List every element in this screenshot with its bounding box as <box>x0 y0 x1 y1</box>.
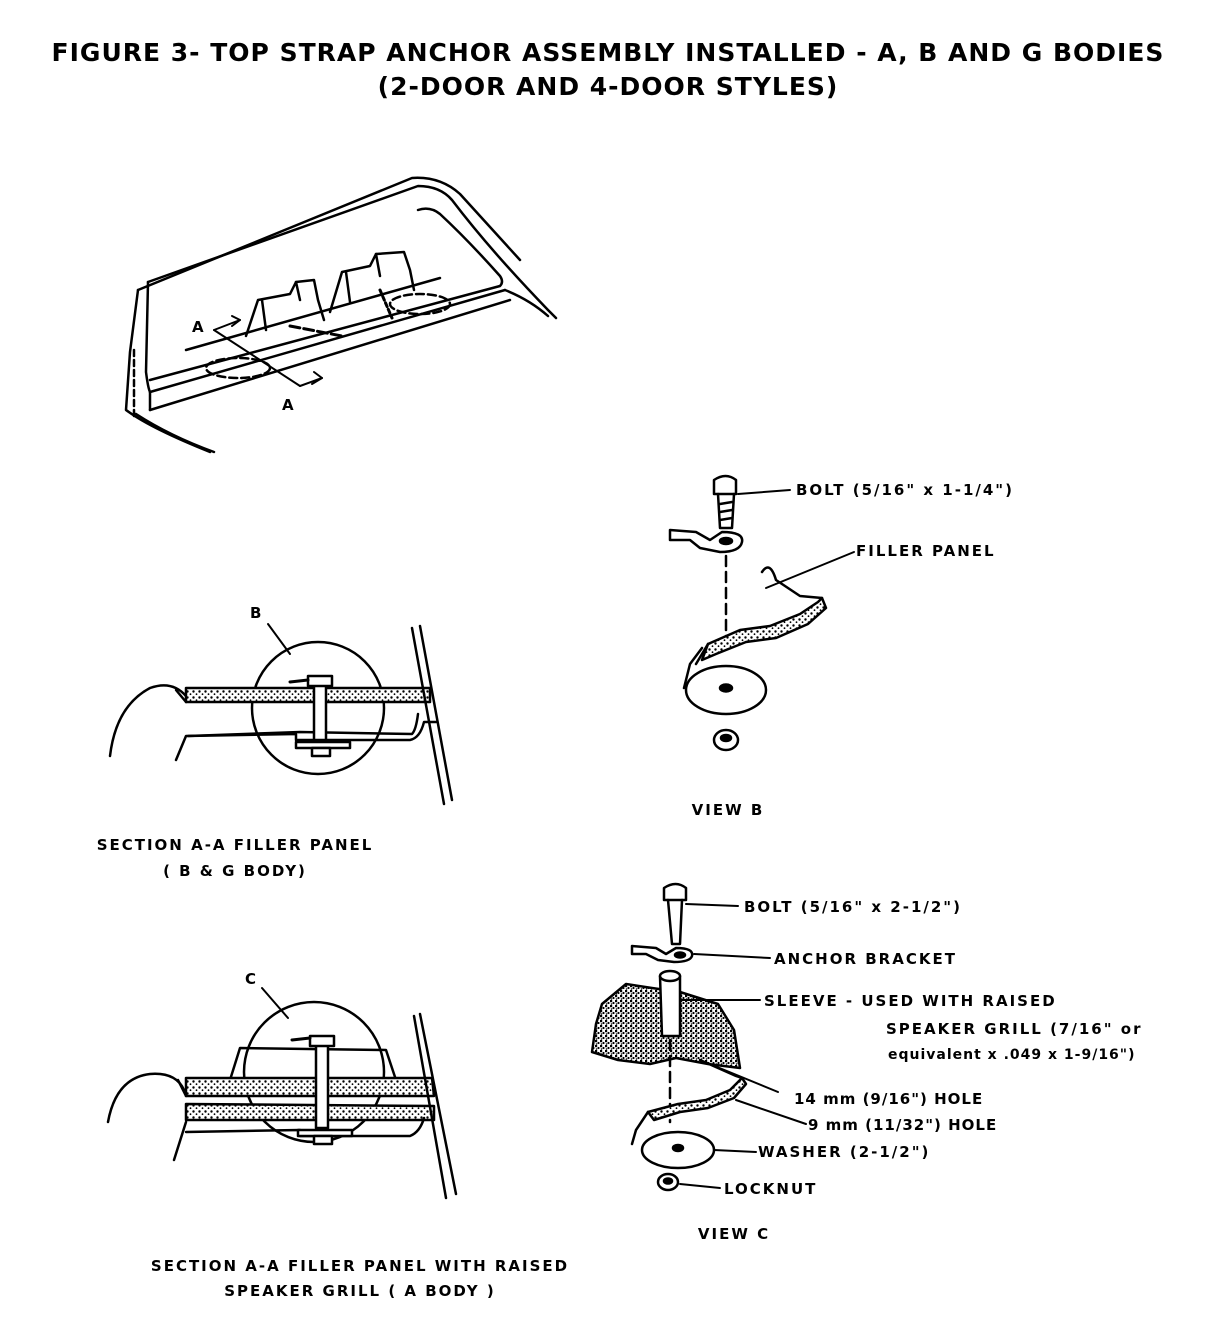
overview-car-interior <box>124 176 558 454</box>
view-c-bolt <box>662 882 688 946</box>
view-c-anchor-bracket-label: ANCHOR BRACKET <box>774 950 957 968</box>
view-c-washer <box>640 1130 716 1170</box>
view-c-locknut-label: LOCKNUT <box>724 1180 818 1198</box>
view-c-exploded-assembly <box>590 882 807 1192</box>
view-b-filler-panel <box>682 566 828 690</box>
view-c-hole-9-label: 9 mm (11/32") HOLE <box>808 1116 998 1134</box>
figure-title: FIGURE 3- TOP STRAP ANCHOR ASSEMBLY INST… <box>51 38 1165 67</box>
view-c-hole-14-label: 14 mm (9/16") HOLE <box>794 1090 984 1108</box>
view-c-sleeve-label-line1: SLEEVE - USED WITH RAISED <box>764 992 1057 1010</box>
detail-b-circle <box>250 640 386 776</box>
section-mark-a-top: A <box>192 318 206 336</box>
view-c-sleeve-label-line2: SPEAKER GRILL (7/16" or <box>886 1020 1143 1038</box>
view-b-filler-panel-label: FILLER PANEL <box>856 542 996 560</box>
view-c-bolt-label: BOLT (5/16" x 2-1/2") <box>744 898 962 916</box>
view-b-exploded-assembly <box>668 474 855 752</box>
view-c-locknut <box>656 1172 680 1192</box>
view-c-caption: VIEW C <box>697 1225 771 1243</box>
detail-b-mark: B <box>250 604 264 622</box>
figure-subtitle: (2-DOOR AND 4-DOOR STYLES) <box>377 72 839 101</box>
detail-c-mark: C <box>245 970 259 988</box>
view-c-sleeve <box>658 969 682 1038</box>
section-c-caption-line1: SECTION A-A FILLER PANEL WITH RAISED <box>150 1257 570 1275</box>
section-b-caption-line2: ( B & G BODY) <box>163 862 307 880</box>
section-mark-a-bottom: A <box>282 396 296 414</box>
view-c-anchor-bracket <box>630 944 694 964</box>
view-b-washer <box>684 664 768 716</box>
view-c-washer-label: WASHER (2-1/2") <box>758 1143 931 1161</box>
section-b-caption-line1: SECTION A-A FILLER PANEL <box>96 836 374 854</box>
view-c-sleeve-label-line3: equivalent x .049 x 1-9/16") <box>888 1047 1136 1063</box>
view-b-anchor-bracket <box>668 528 744 554</box>
view-b-caption: VIEW B <box>691 801 765 819</box>
view-b-bolt-label: BOLT (5/16" x 1-1/4") <box>796 481 1014 499</box>
view-b-locknut <box>712 728 740 752</box>
view-b-bolt <box>712 474 738 530</box>
section-c-caption-line2: SPEAKER GRILL ( A BODY ) <box>224 1282 496 1300</box>
section-c-cross-section <box>106 987 458 1200</box>
section-b-cross-section <box>108 623 454 806</box>
